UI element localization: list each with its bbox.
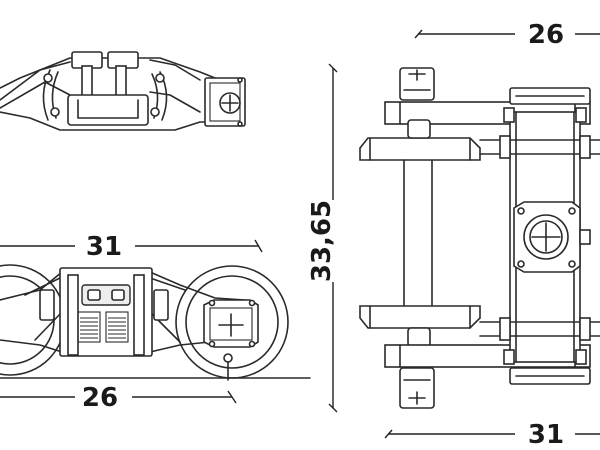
dim-top-width-label: 26 (528, 20, 564, 50)
dim-wheelbase-label: 26 (82, 383, 118, 413)
dim-height-label: 33,65 (307, 200, 337, 282)
dim-height: 33,65 (307, 63, 338, 413)
dim-bottom-width: 31 (384, 420, 600, 450)
bogie-front-view (359, 67, 600, 409)
bogie-side-view (0, 264, 311, 381)
dim-bogie-length: 31 (0, 232, 263, 262)
bogie-top-view (0, 51, 246, 131)
dim-wheelbase: 26 (0, 383, 237, 413)
dim-bottom-width-label: 31 (528, 420, 564, 450)
dim-top-width: 26 (414, 20, 600, 50)
dim-bogie-length-label: 31 (86, 232, 122, 262)
